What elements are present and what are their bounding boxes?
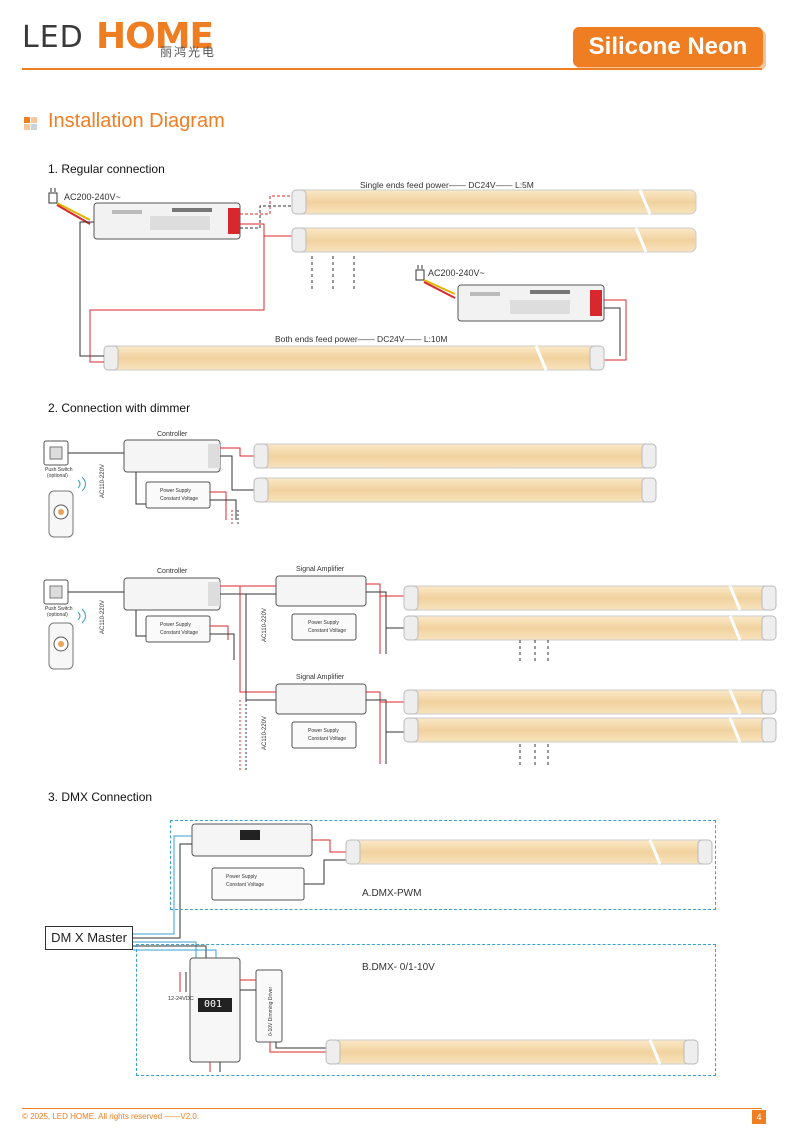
neon-strip [103, 345, 605, 371]
dmx-0-10v-decoder [189, 957, 241, 1063]
push-switch-label: Push Switch [45, 467, 73, 473]
constant-voltage-label: Constant Voltage [308, 736, 347, 742]
page-title: Installation Diagram [48, 110, 225, 132]
dmx-pwm-region [170, 820, 716, 910]
amplifier-label: Signal Amplifier [296, 566, 345, 573]
power-supply [145, 615, 211, 643]
footer-divider [22, 1108, 762, 1109]
remote-icon [48, 476, 86, 538]
dmx-010v-region [136, 944, 716, 1076]
ac-vertical-label: AC110-220V [262, 608, 268, 642]
controller-label: Controller [157, 431, 188, 438]
dmx-connection-title: 3. DMX Connection [48, 790, 153, 804]
title-square-icon [31, 124, 37, 130]
header-divider [22, 68, 762, 70]
both-feed-note: Both ends feed power—— DC24V—— L:10M [275, 334, 448, 344]
power-supply [291, 613, 357, 641]
constant-voltage-label: Constant Voltage [308, 628, 347, 634]
neon-strip [403, 585, 777, 611]
neon-strip [345, 839, 713, 865]
power-supply-label: Power Supply [160, 488, 191, 494]
push-switch-icon [43, 579, 69, 605]
dmx-pwm-label: A.DMX-PWM [362, 888, 422, 899]
neon-strip [403, 689, 777, 715]
logo-home-text: HOME [96, 16, 214, 57]
product-badge: Silicone Neon [573, 27, 763, 67]
remote-icon [48, 608, 86, 670]
neon-strip [253, 443, 657, 469]
ac-vertical-label: AC110-220V [100, 464, 106, 498]
page-number: 4 [752, 1110, 766, 1124]
power-supply [291, 721, 357, 749]
title-square-icon [24, 124, 30, 130]
neon-strip [325, 1039, 699, 1065]
dimmer-connection-title: 2. Connection with dimmer [48, 401, 191, 415]
power-supply-label: Power Supply [308, 620, 339, 626]
power-supply-label: Power Supply [226, 874, 257, 880]
neon-strip [253, 477, 657, 503]
single-feed-note: Single ends feed power—— DC24V—— L:5M [360, 180, 534, 190]
logo-led-text: LED [22, 20, 84, 55]
power-plug-icon [415, 265, 425, 281]
ac-voltage-label: AC200-240V~ [64, 192, 121, 202]
dc-voltage-label: 12-24VDC [168, 996, 194, 1002]
dmx-master-box: DM X Master [45, 926, 133, 950]
push-switch-label: Push Switch [45, 606, 73, 612]
ac-vertical-label: AC110-220V [262, 716, 268, 750]
dimming-driver [255, 969, 283, 1043]
footer-copyright: © 2025, LED HOME. All rights reserved ——… [22, 1112, 200, 1121]
neon-strip [403, 717, 777, 743]
power-supply-label: Power Supply [160, 622, 191, 628]
power-supply-label: Power Supply [308, 728, 339, 734]
power-supply [145, 481, 211, 509]
constant-voltage-label: Constant Voltage [160, 630, 199, 636]
led-driver [457, 284, 605, 322]
signal-amplifier [275, 575, 367, 607]
regular-connection-title: 1. Regular connection [48, 162, 165, 176]
led-driver [93, 202, 241, 240]
dmx-010v-label: B.DMX- 0/1-10V [362, 962, 435, 973]
title-square-icon [24, 117, 30, 123]
ac-vertical-label: AC110-220V [100, 600, 106, 634]
decoder-display: 001 [204, 999, 223, 1010]
dimming-driver-label: 0-10V Dimming Driver [268, 986, 274, 1036]
power-plug-icon [48, 188, 58, 204]
neon-strip [291, 227, 697, 253]
controller-box [123, 439, 221, 473]
controller-label: Controller [157, 568, 188, 575]
logo-chinese-text: 丽鸿光电 [160, 45, 217, 59]
controller-box [123, 577, 221, 611]
optional-label: (optional) [47, 473, 68, 479]
optional-label: (optional) [47, 612, 68, 618]
constant-voltage-label: Constant Voltage [226, 882, 265, 888]
push-switch-icon [43, 440, 69, 466]
amplifier-label: Signal Amplifier [296, 674, 345, 681]
neon-strip [291, 189, 697, 215]
neon-strip [403, 615, 777, 641]
ac-voltage-label: AC200-240V~ [428, 268, 485, 278]
constant-voltage-label: Constant Voltage [160, 496, 199, 502]
title-square-icon [31, 117, 37, 123]
signal-amplifier [275, 683, 367, 715]
